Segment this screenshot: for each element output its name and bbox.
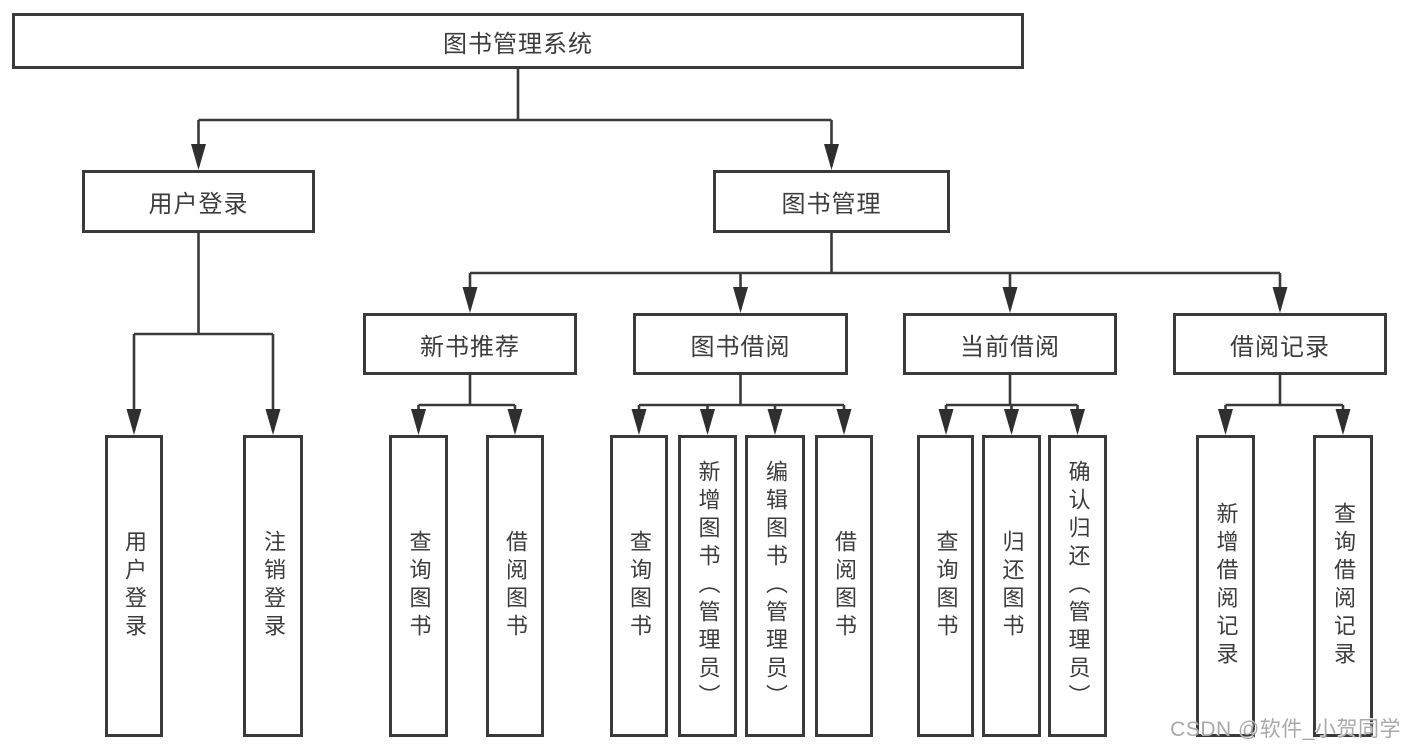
connector-borrowing-records-to-leaves — [1218, 375, 1351, 435]
leaf-user-login: 用户登录 — [105, 435, 163, 737]
arrowhead-icon — [411, 409, 426, 435]
connector-new-book-recommendation-to-leaves — [411, 375, 523, 435]
csdn-watermark: CSDN @软件_小贺同学 — [1170, 718, 1401, 741]
arrowhead-icon — [631, 409, 647, 435]
leaf-query-books-current: 查询图书 — [917, 435, 974, 737]
leaf-add-borrowing-record: 新增借阅记录 — [1196, 435, 1255, 737]
node-user-login: 用户登录 — [82, 170, 315, 233]
connector-user-login-to-leaves — [126, 233, 281, 435]
arrowhead-icon — [1004, 409, 1019, 435]
leaf-logout: 注销登录 — [243, 435, 303, 737]
arrowhead-icon — [733, 287, 748, 313]
node-new-book-recommendation: 新书推荐 — [363, 313, 577, 375]
arrowhead-icon — [507, 409, 523, 435]
leaf-return-books: 归还图书 — [982, 435, 1041, 737]
leaf-borrow-books-borrowing: 借阅图书 — [815, 435, 873, 737]
arrowhead-icon — [836, 409, 852, 435]
arrowhead-icon — [1218, 409, 1233, 435]
leaf-query-books-recommendation: 查询图书 — [389, 435, 448, 737]
connector-book-borrowing-to-leaves — [631, 375, 852, 435]
node-current-borrowing: 当前借阅 — [903, 313, 1117, 375]
arrowhead-icon — [1335, 409, 1351, 435]
arrowhead-icon — [1070, 409, 1085, 435]
arrowhead-icon — [700, 409, 715, 435]
connector-root-to-level2 — [191, 69, 839, 170]
arrowhead-icon — [126, 409, 142, 435]
leaf-borrow-books-recommendation: 借阅图书 — [486, 435, 544, 737]
connector-current-borrowing-to-leaves — [938, 375, 1085, 435]
leaf-confirm-return-admin: 确认归还（管理员） — [1048, 435, 1107, 737]
arrowhead-icon — [191, 144, 206, 170]
arrowhead-icon — [1272, 287, 1288, 313]
leaf-edit-book-admin: 编辑图书（管理员） — [745, 435, 805, 737]
node-book-management: 图书管理 — [713, 170, 950, 233]
arrowhead-icon — [462, 287, 478, 313]
node-book-borrowing: 图书借阅 — [633, 313, 848, 375]
connector-book-management-to-level3 — [462, 233, 1288, 313]
arrowhead-icon — [1002, 287, 1018, 313]
arrowhead-icon — [938, 409, 954, 435]
arrowhead-icon — [824, 144, 839, 170]
leaf-query-borrowing-record: 查询借阅记录 — [1313, 435, 1373, 737]
node-library-management-system: 图书管理系统 — [12, 13, 1024, 69]
node-borrowing-records: 借阅记录 — [1173, 313, 1387, 375]
arrowhead-icon — [265, 409, 281, 435]
leaf-query-books-borrowing: 查询图书 — [610, 435, 668, 737]
arrowhead-icon — [767, 409, 783, 435]
leaf-add-book-admin: 新增图书（管理员） — [678, 435, 737, 737]
